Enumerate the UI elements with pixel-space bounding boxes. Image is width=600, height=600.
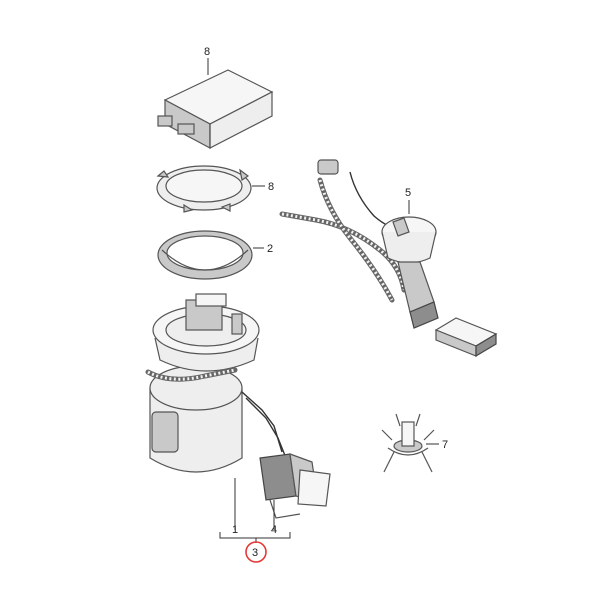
callout-locking-ring: 2 (267, 243, 273, 255)
seal-ring-part (156, 165, 252, 213)
callout-control-unit: 8 (204, 46, 210, 58)
retaining-bracket-part (381, 413, 435, 473)
callout-bracket: 7 (442, 439, 448, 451)
assembly-bracket (219, 532, 291, 539)
assembly-highlight-circle (245, 541, 267, 563)
callout-assembly: 3 (252, 547, 258, 559)
locking-ring-part (157, 230, 253, 280)
fuel-gauge-sender-part (279, 159, 498, 358)
sensor-part (259, 453, 331, 519)
callout-seal-ring: 8 (268, 181, 274, 193)
fuel-pump-unit-part (145, 293, 287, 473)
callout-sensor: 4 (271, 524, 277, 536)
control-unit-part (157, 69, 274, 149)
callout-fuel-gauge-sender: 5 (405, 187, 411, 199)
callout-pump-unit: 1 (232, 524, 238, 536)
